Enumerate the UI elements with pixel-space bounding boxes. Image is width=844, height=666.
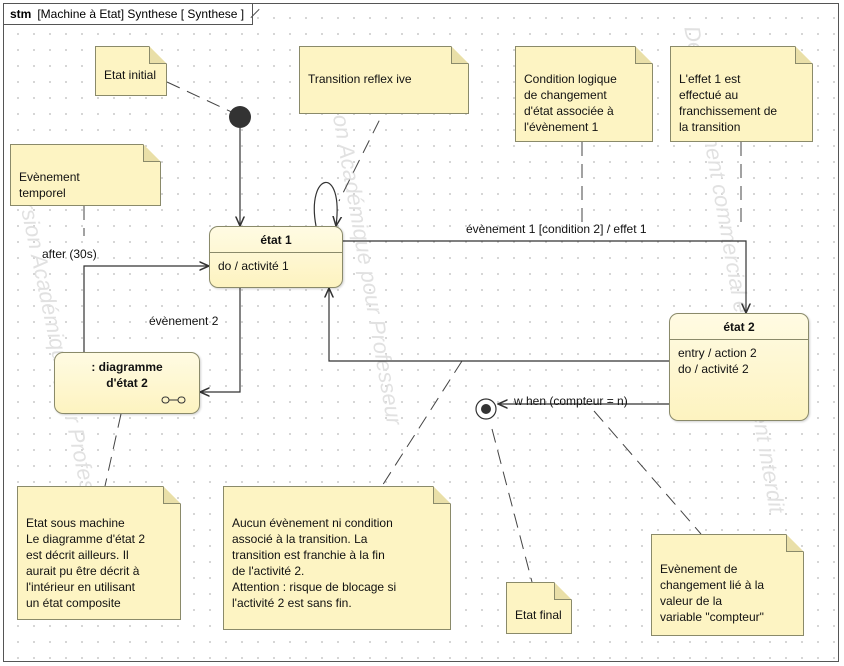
note-condition-logique: Condition logique de changement d'état a…	[515, 46, 653, 142]
initial-pseudostate	[229, 106, 251, 128]
anchor-etat-final	[491, 428, 533, 583]
state-etat-2-name: état 2	[670, 314, 808, 340]
note-transition-reflexive: Transition reflex ive	[299, 46, 469, 114]
note-evenement-temporel: Evènement temporel	[10, 144, 161, 206]
anchor-etat-initial	[166, 81, 237, 115]
note-evenement-changement: Evènement de changement lié à la valeur …	[651, 534, 804, 636]
state-etat-1-name: état 1	[210, 227, 342, 253]
note-aucun-evenement: Aucun évènement ni condition associé à l…	[223, 486, 451, 630]
evenement2-transition	[200, 288, 241, 392]
state-etat-1-body: do / activité 1	[218, 259, 289, 273]
anchor-evenement-changement	[593, 410, 702, 535]
completion-transition	[329, 288, 669, 362]
transition-label-when: w hen (compteur = n)	[514, 394, 628, 408]
note-etat-initial: Etat initial	[95, 46, 167, 96]
anchor-transition-reflexive	[338, 100, 390, 202]
state-submachine-name: : diagramme d'état 2	[91, 360, 163, 390]
evenement1-transition	[343, 240, 746, 313]
after-30s-transition	[83, 266, 209, 352]
frame-keyword: stm	[10, 7, 32, 21]
anchor-aucun-evenement	[381, 360, 463, 487]
state-etat-2[interactable]: état 2 entry / action 2 do / activité 2	[669, 313, 809, 421]
reflexive-transition	[313, 181, 337, 226]
final-state-inner	[481, 404, 491, 414]
state-etat-2-body: entry / action 2 do / activité 2	[678, 346, 757, 376]
frame-title: [Machine à Etat] Synthese [ Synthese ]	[37, 7, 245, 21]
state-submachine[interactable]: : diagramme d'état 2	[54, 352, 200, 414]
note-etat-sous-machine: Etat sous machine Le diagramme d'état 2 …	[17, 486, 181, 620]
state-etat-1[interactable]: état 1 do / activité 1	[209, 226, 343, 288]
transition-label-evenement-2: évènement 2	[149, 314, 219, 328]
anchor-sous-machine	[104, 413, 122, 487]
transition-label-after: after (30s)	[42, 247, 97, 261]
submachine-icon	[161, 396, 186, 404]
transition-label-evenement-1: évènement 1 [condition 2] / effet 1	[466, 222, 647, 236]
diagram-links	[83, 81, 839, 583]
frame-label: stm [Machine à Etat] Synthese [ Synthese …	[4, 4, 254, 25]
diagram-frame: Version Académique pour Professeur Dével…	[3, 3, 839, 662]
note-etat-final: Etat final	[506, 582, 572, 634]
note-effet: L'effet 1 est effectué au franchissement…	[670, 46, 813, 142]
